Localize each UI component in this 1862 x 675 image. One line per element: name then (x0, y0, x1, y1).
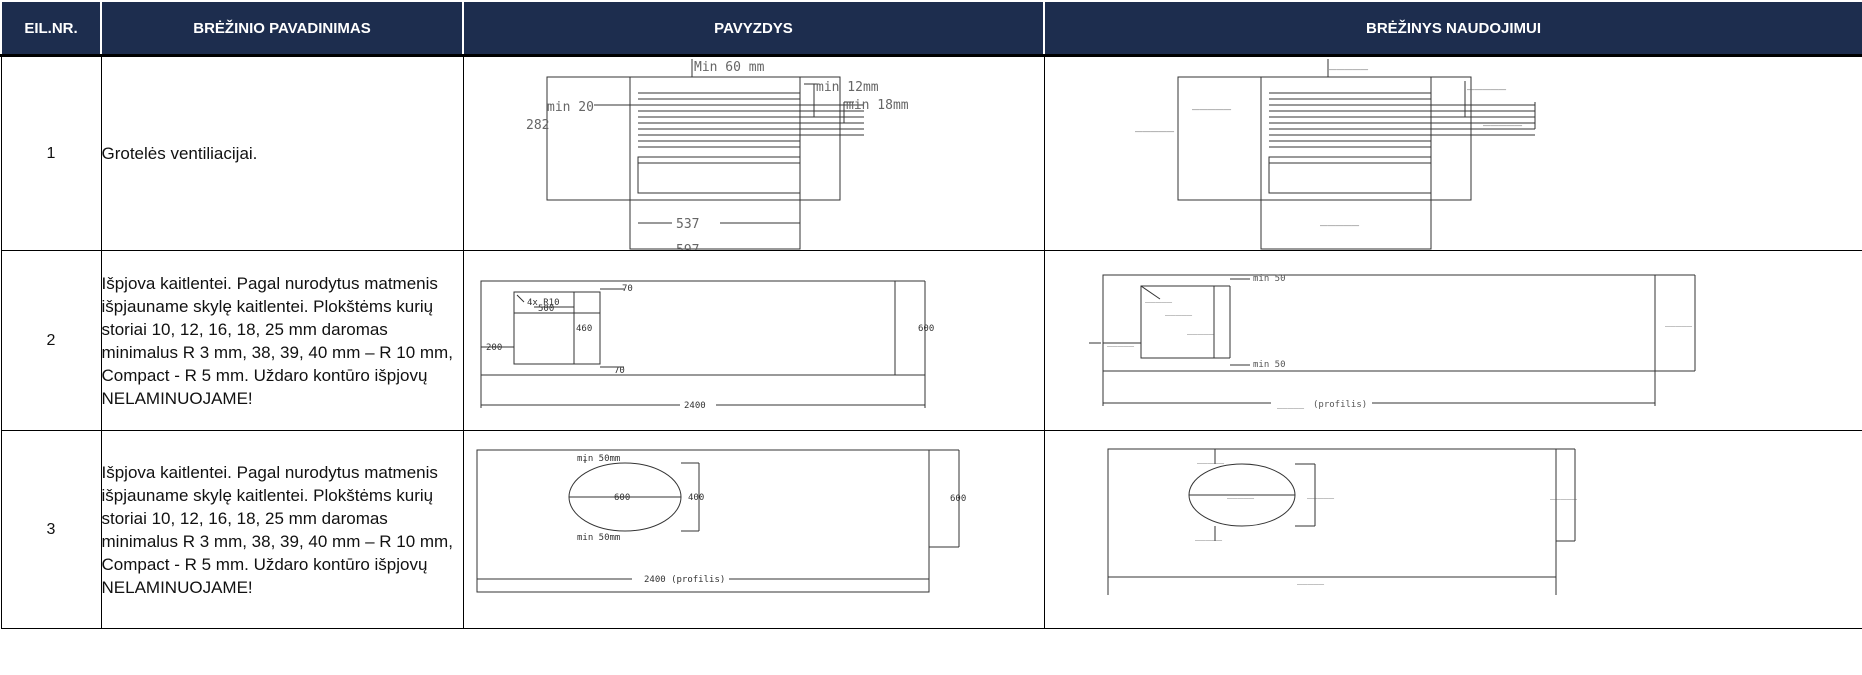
dim-2400: 2400 (profilis) (644, 575, 725, 585)
dim-2400: 2400 (684, 401, 706, 411)
usage-blank: _____ (1483, 112, 1522, 127)
table-row: 1 Grotelės ventiliacijai. (0, 55, 1862, 251)
usage-blank: _____ (1277, 400, 1305, 410)
usage-blank: _____ (1165, 307, 1193, 317)
hob-cutout-example: 4x R10 500 460 200 70 70 600 2400 (480, 280, 934, 411)
row-description: Išpjova kaitlentei. Pagal nurodytus matm… (100, 250, 464, 431)
table-row: 2 Išpjova kaitlentei. Pagal nurodytus ma… (0, 250, 1862, 431)
usage-profilis: (profilis) (1313, 400, 1367, 410)
usage-blank: _____ (1320, 212, 1359, 227)
ventilation-grille-usage: _____ _____ _____ _____ _____ _____ ____… (1135, 57, 1535, 250)
dim-min12: min 12mm (816, 80, 879, 95)
dim-537: 537 (676, 217, 699, 232)
usage-blank: _____ (1107, 338, 1135, 348)
usage-blank: _____ (1145, 294, 1173, 304)
usage-blank: _____ (1192, 96, 1231, 111)
dim-460: 460 (576, 324, 592, 334)
example-drawing-cell: 4x R10 500 460 200 70 70 600 2400 (462, 250, 1045, 431)
row-number: 3 (0, 430, 102, 629)
header-usage: BRĖŽINYS NAUDOJIMUI (1043, 0, 1862, 57)
dim-min60: Min 60 mm (694, 60, 765, 75)
dim-600-side: 600 (950, 494, 966, 504)
row-number: 2 (0, 250, 102, 431)
example-drawing-cell: min 50mm min 50mm 600 400 600 2400 (prof… (462, 430, 1045, 629)
drawing-table: EIL.NR. BRĖŽINIO PAVADINIMAS PAVYZDYS BR… (0, 0, 1862, 629)
usage-blank: _____ (1227, 490, 1255, 500)
dim-min50-bottom: min 50mm (577, 533, 620, 543)
usage-blank: _____ (1135, 118, 1174, 133)
dim-min18: min 18mm (846, 98, 909, 113)
usage-blank: _____ (1195, 532, 1223, 542)
usage-blank: _____ (1665, 318, 1693, 328)
usage-blank: _____ (1320, 238, 1359, 250)
usage-blank: _____ (1187, 326, 1215, 336)
dim-600-oval: 600 (614, 493, 630, 503)
oval-cutout-example: min 50mm min 50mm 600 400 600 2400 (prof… (476, 449, 966, 593)
ventilation-grille-example: Min 60 mm min 20 min 12mm min 18mm 282 5… (526, 59, 909, 250)
dim-min50-top: min 50mm (577, 454, 620, 464)
usage-drawing-cell: _____ _____ _____ _____ _____ _____ ____… (1043, 55, 1862, 251)
dim-r10: 4x R10 (527, 298, 560, 308)
usage-blank: _____ (1550, 491, 1578, 501)
usage-blank: _____ (1297, 576, 1325, 586)
usage-drawing-cell: min 50 min 50 (profilis) _____ _____ ___… (1043, 250, 1862, 431)
dim-min20: min 20 (547, 100, 594, 115)
usage-min50-bottom: min 50 (1253, 360, 1286, 370)
example-drawing-cell: Min 60 mm min 20 min 12mm min 18mm 282 5… (462, 55, 1045, 251)
row-number: 1 (0, 55, 102, 251)
row-description: Išpjova kaitlentei. Pagal nurodytus matm… (100, 430, 464, 629)
table-row: 3 Išpjova kaitlentei. Pagal nurodytus ma… (0, 430, 1862, 629)
dim-400: 400 (688, 493, 704, 503)
header-example: PAVYZDYS (462, 0, 1045, 57)
usage-blank: _____ (1307, 490, 1335, 500)
row-description: Grotelės ventiliacijai. (100, 55, 464, 251)
usage-blank: _____ (1329, 57, 1368, 71)
usage-blank: _____ (1197, 455, 1225, 465)
usage-blank: _____ (1467, 76, 1506, 91)
dim-70a: 70 (622, 284, 633, 294)
header-nr: EIL.NR. (0, 0, 102, 57)
hob-cutout-usage: min 50 min 50 (profilis) _____ _____ ___… (1088, 274, 1695, 410)
header-name: BRĖŽINIO PAVADINIMAS (100, 0, 464, 57)
usage-drawing-cell: _____ _____ _____ _____ _____ _____ (1043, 430, 1862, 629)
dim-282: 282 (526, 118, 549, 133)
dim-200: 200 (486, 343, 502, 353)
dim-500: 500 (538, 304, 554, 314)
oval-cutout-usage: _____ _____ _____ _____ _____ _____ (1107, 448, 1578, 595)
dim-597: 597 (676, 243, 699, 250)
usage-min50-top: min 50 (1253, 274, 1286, 284)
dim-70b: 70 (614, 366, 625, 376)
table-header-row: EIL.NR. BRĖŽINIO PAVADINIMAS PAVYZDYS BR… (0, 0, 1862, 57)
dim-600: 600 (918, 324, 934, 334)
